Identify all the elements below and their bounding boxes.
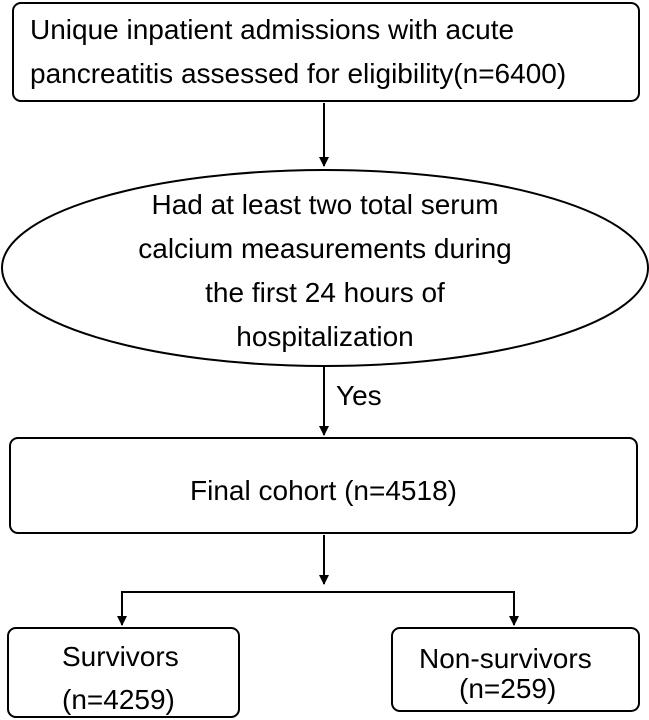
survivors-label: Survivors [62, 641, 179, 672]
non-survivors-count: (n=259) [459, 673, 557, 704]
start-box: Unique inpatient admissions with acute p… [12, 2, 640, 102]
survivors-count: (n=4259) [62, 684, 175, 715]
decision-text-line-2: calcium measurements during [138, 233, 512, 264]
start-box-line-1: Unique inpatient admissions with acute [30, 14, 515, 45]
decision-yes-label: Yes [336, 380, 382, 411]
final-cohort-box: Final cohort (n=4518) [9, 437, 638, 534]
decision-text-line-1: Had at least two total serum [151, 189, 499, 220]
final-cohort-label: Final cohort (n=4518) [190, 475, 457, 506]
non-survivors-label: Non-survivors [419, 643, 592, 674]
decision-text-line-4: hospitalization [236, 321, 414, 352]
decision-text-line-3: the first 24 hours of [205, 277, 445, 308]
survivors-box: Survivors (n=4259) [7, 627, 240, 718]
start-box-line-2: pancreatitis assessed for eligibility(n=… [30, 58, 567, 89]
non-survivors-box: Non-survivors (n=259) [391, 627, 640, 712]
